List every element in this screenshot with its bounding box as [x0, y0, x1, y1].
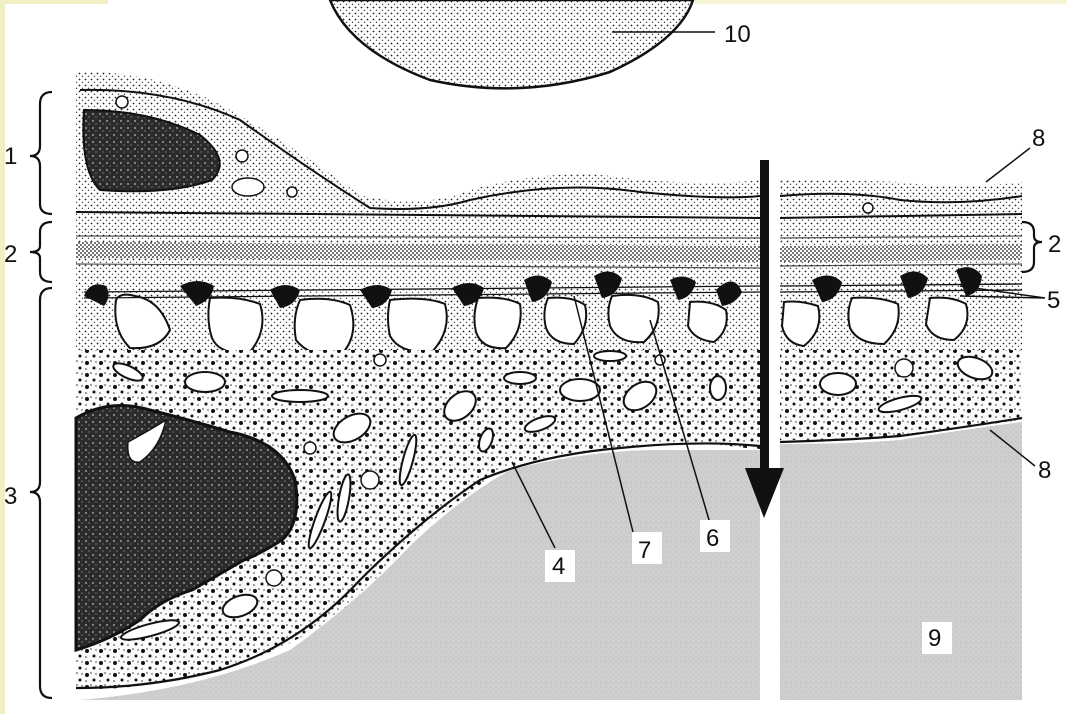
- erythrocyte: [330, 0, 693, 88]
- label-4: 4: [552, 553, 565, 580]
- label-8-top: 8: [1032, 125, 1045, 152]
- label-2-right: 2: [1048, 231, 1061, 258]
- label-9: 9: [928, 625, 941, 652]
- endothelium-layer: [76, 72, 1022, 228]
- label-2-left: 2: [4, 241, 17, 268]
- basement-membrane: [76, 222, 1022, 282]
- label-6: 6: [706, 525, 719, 552]
- label-3: 3: [4, 483, 17, 510]
- label-8-bottom: 8: [1038, 457, 1051, 484]
- label-5: 5: [1047, 287, 1060, 314]
- label-1: 1: [4, 143, 17, 170]
- label-7: 7: [638, 537, 651, 564]
- label-10: 10: [724, 21, 751, 48]
- podocyte-foot-processes: [76, 267, 1022, 360]
